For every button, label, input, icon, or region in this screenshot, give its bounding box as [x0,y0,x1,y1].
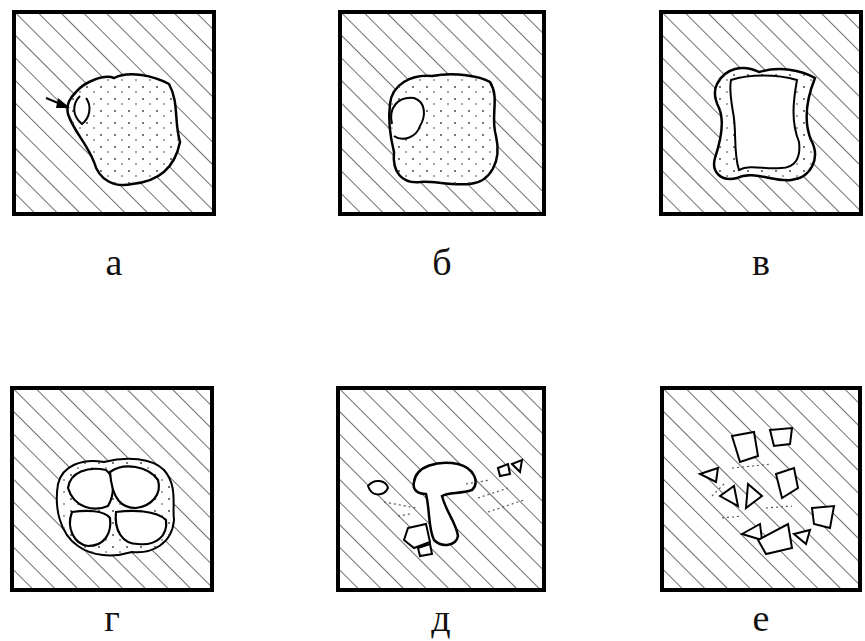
stage-letter: д [431,599,450,637]
stage-e [338,388,544,590]
stage-f [662,388,860,590]
stage-letter: б [432,243,451,281]
stage-letter: г [104,599,120,637]
stage-a [14,12,214,214]
stage-letter: в [752,243,770,281]
stage-b [340,12,544,214]
stage-d [12,388,212,590]
stage-letter: а [106,243,123,281]
stage-c [661,12,861,214]
stage-letter: е [753,599,770,637]
